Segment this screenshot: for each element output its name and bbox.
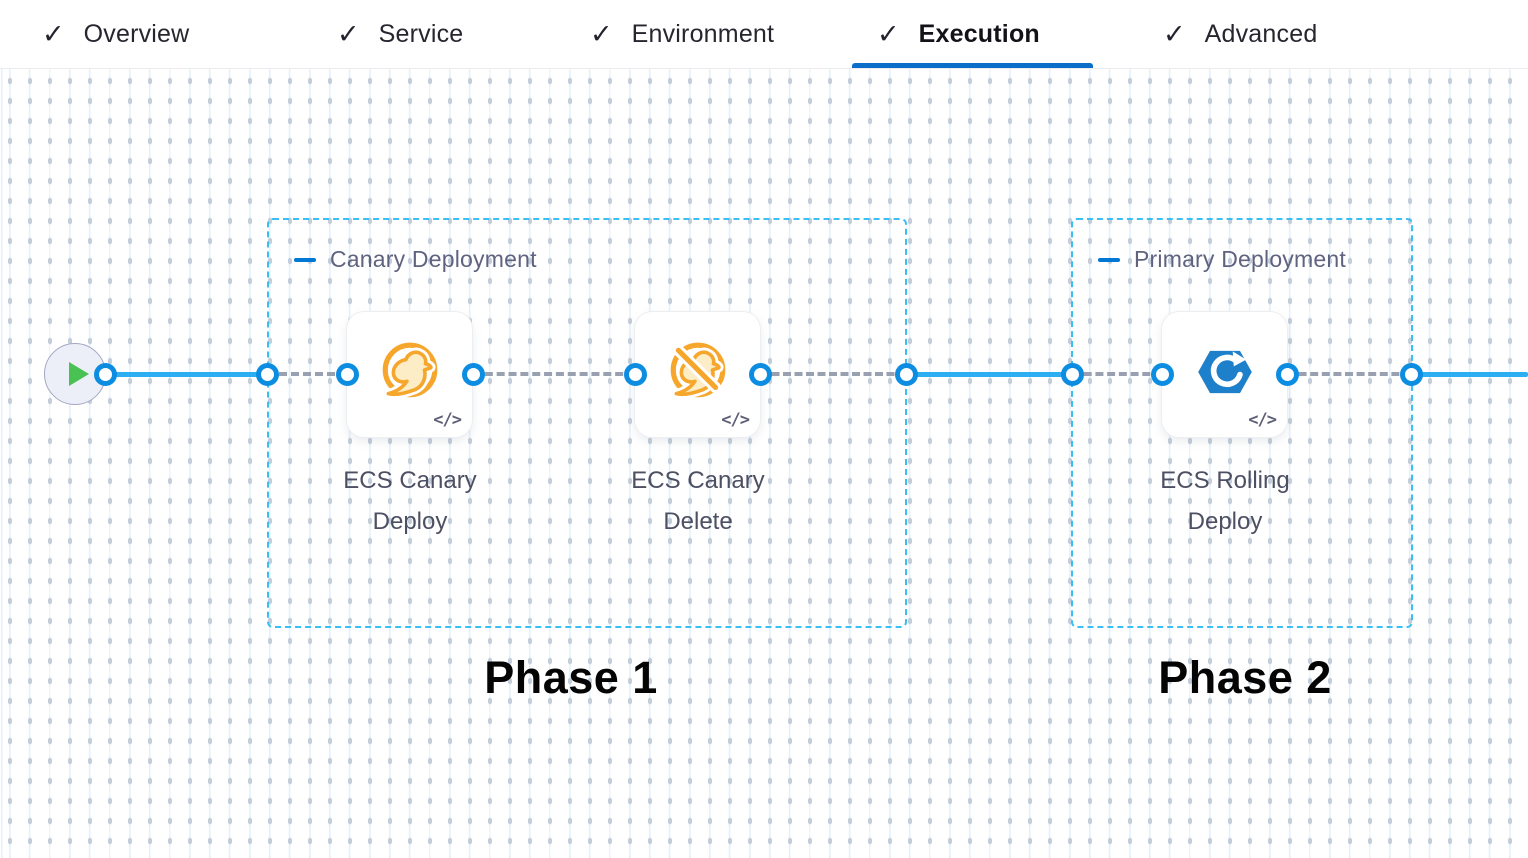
- step-label-line: ECS Rolling: [1160, 467, 1290, 494]
- pipeline-canvas[interactable]: Canary Deployment Primary Deployment: [0, 69, 1528, 858]
- port-node[interactable]: [462, 363, 485, 386]
- check-icon: ✓: [1163, 19, 1186, 49]
- step-label-ecs-rolling-deploy: ECS Rolling Deploy: [1105, 460, 1345, 542]
- connector-dashed: [760, 372, 906, 376]
- tab-overview[interactable]: ✓ Overview: [42, 0, 189, 69]
- port-node[interactable]: [895, 363, 918, 386]
- step-label-line: Delete: [663, 508, 733, 535]
- check-icon: ✓: [877, 19, 900, 49]
- ecs-rolling-deploy-icon: [1192, 339, 1258, 405]
- port-node[interactable]: [1151, 363, 1174, 386]
- port-node[interactable]: [256, 363, 279, 386]
- check-icon: ✓: [337, 19, 360, 49]
- play-icon: [68, 362, 89, 386]
- connector-solid: [1411, 372, 1528, 377]
- group-label: Primary Deployment: [1134, 246, 1346, 272]
- step-ecs-rolling-deploy[interactable]: </>: [1162, 312, 1287, 437]
- collapse-icon[interactable]: [294, 257, 316, 262]
- tab-service[interactable]: ✓ Service: [337, 0, 463, 69]
- port-node[interactable]: [336, 363, 359, 386]
- group-header[interactable]: Canary Deployment: [269, 220, 905, 273]
- tab-label: Environment: [631, 20, 775, 48]
- ecs-canary-delete-icon: [665, 339, 731, 405]
- group-header[interactable]: Primary Deployment: [1073, 220, 1411, 273]
- code-template-icon: </>: [1248, 410, 1277, 430]
- code-template-icon: </>: [433, 410, 462, 430]
- tab-execution[interactable]: ✓ Execution: [877, 0, 1040, 69]
- connector-solid: [906, 372, 1072, 377]
- ecs-canary-deploy-icon: [377, 339, 443, 405]
- port-node[interactable]: [94, 363, 117, 386]
- tab-environment[interactable]: ✓ Environment: [590, 0, 774, 69]
- port-node[interactable]: [749, 363, 772, 386]
- connector-dashed: [1287, 372, 1411, 376]
- check-icon: ✓: [590, 19, 613, 49]
- collapse-icon[interactable]: [1098, 257, 1120, 262]
- tab-label: Execution: [918, 20, 1040, 48]
- connector-solid: [105, 372, 267, 377]
- tab-label: Overview: [83, 20, 190, 48]
- step-ecs-canary-deploy[interactable]: </>: [347, 312, 472, 437]
- connector-dashed: [473, 372, 635, 376]
- step-group-primary-deployment[interactable]: Primary Deployment: [1071, 218, 1413, 628]
- tab-advanced[interactable]: ✓ Advanced: [1163, 0, 1317, 69]
- check-icon: ✓: [42, 19, 65, 49]
- port-node[interactable]: [1400, 363, 1423, 386]
- tab-label: Service: [378, 20, 464, 48]
- step-label-ecs-canary-deploy: ECS Canary Deploy: [290, 460, 530, 542]
- connector-dashed: [267, 372, 347, 376]
- step-group-canary-deployment[interactable]: Canary Deployment: [267, 218, 907, 628]
- port-node[interactable]: [624, 363, 647, 386]
- annotation-phase-1: Phase 1: [484, 652, 658, 703]
- code-template-icon: </>: [721, 410, 750, 430]
- group-label: Canary Deployment: [330, 246, 537, 272]
- annotation-phase-2: Phase 2: [1158, 652, 1332, 703]
- step-label-line: ECS Canary: [631, 467, 765, 494]
- step-label-line: Deploy: [1187, 508, 1263, 535]
- port-node[interactable]: [1061, 363, 1084, 386]
- step-label-ecs-canary-delete: ECS Canary Delete: [578, 460, 818, 542]
- step-label-line: ECS Canary: [343, 467, 477, 494]
- connector-dashed: [1072, 372, 1162, 376]
- step-ecs-canary-delete[interactable]: </>: [635, 312, 760, 437]
- tab-label: Advanced: [1204, 20, 1318, 48]
- stage-config-tab-bar: ✓ Overview ✓ Service ✓ Environment ✓ Exe…: [0, 0, 1528, 69]
- port-node[interactable]: [1276, 363, 1299, 386]
- active-tab-indicator: [852, 63, 1093, 68]
- step-label-line: Deploy: [372, 508, 448, 535]
